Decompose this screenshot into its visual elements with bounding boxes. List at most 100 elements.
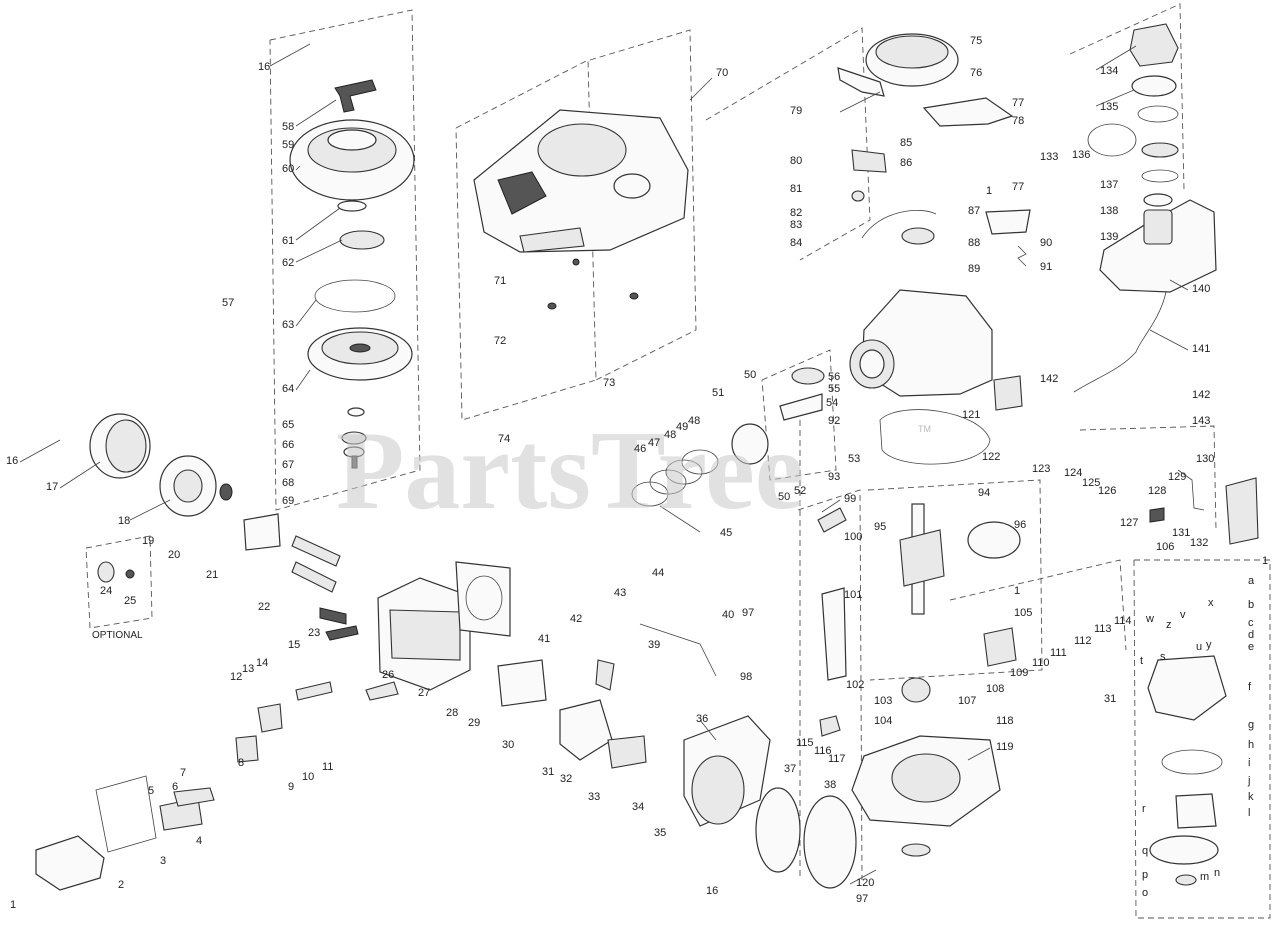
subpart-letter: y — [1206, 639, 1212, 651]
camshaft-gear — [967, 521, 1021, 559]
part-callout: 112 — [1074, 635, 1092, 647]
part-callout: 133 — [1040, 151, 1058, 163]
part-callout: 84 — [790, 237, 802, 249]
part-callout: 43 — [614, 587, 626, 599]
part-callout: 117 — [828, 753, 846, 765]
watermark-trademark: TM — [918, 424, 931, 434]
part-callout: 99 — [844, 493, 856, 505]
part-callout: 54 — [826, 397, 838, 409]
part-callout: 4 — [196, 835, 202, 847]
part-callout: 57 — [222, 297, 234, 309]
valve-cover — [35, 835, 105, 891]
part-callout: 41 — [538, 633, 550, 645]
subpart-letter: a — [1248, 575, 1255, 587]
part-callout: 47 — [648, 437, 660, 449]
part-callout: 39 — [648, 639, 660, 651]
subpart-letter: c — [1248, 617, 1254, 629]
leader-lines — [19, 43, 1189, 885]
part-callout: 98 — [740, 671, 752, 683]
part-callout: 68 — [282, 477, 294, 489]
subpart-letter: g — [1248, 719, 1254, 731]
part-callout: 5 — [148, 785, 154, 797]
part-callout: 19 — [142, 535, 154, 547]
part-callout: 131 — [1172, 527, 1190, 539]
subpart-letter: b — [1248, 599, 1254, 611]
part-callout: 90 — [1040, 237, 1052, 249]
part-callout: 111 — [1050, 647, 1067, 659]
starter-seal — [339, 230, 385, 250]
part-callout: 26 — [382, 669, 394, 681]
part-callout: 63 — [282, 319, 294, 331]
part-callout: 120 — [856, 877, 874, 889]
part-callout: 59 — [282, 139, 294, 151]
part-callout: 110 — [1032, 657, 1050, 669]
carburetor-detail — [1147, 655, 1227, 886]
callout-labels: 1658596061625763646566676869707172737416… — [6, 35, 1268, 911]
part-callout: 73 — [603, 377, 615, 389]
carburetor-muffler — [559, 623, 857, 889]
part-callout: 21 — [206, 569, 218, 581]
subpart-letter: o — [1142, 887, 1148, 899]
part-callout: 30 — [502, 739, 514, 751]
part-callout: 16 — [258, 61, 270, 73]
part-callout: 76 — [970, 67, 982, 79]
part-callout: 96 — [1014, 519, 1026, 531]
part-callout: 70 — [716, 67, 728, 79]
part-callout: 55 — [828, 383, 840, 395]
subpart-letter: n — [1214, 867, 1220, 879]
part-callout: 60 — [282, 163, 294, 175]
part-callout: 6 — [172, 781, 178, 793]
starter-handle — [334, 79, 377, 113]
part-callout: 15 — [288, 639, 300, 651]
subpart-letter: d — [1248, 629, 1254, 641]
part-callout: 27 — [418, 687, 430, 699]
part-callout: 108 — [986, 683, 1004, 695]
part-callout: 119 — [996, 741, 1014, 753]
part-callout: 113 — [1094, 623, 1112, 635]
part-callout: 125 — [1082, 477, 1100, 489]
part-callout: 31 — [1104, 693, 1116, 705]
part-callout: 17 — [46, 481, 58, 493]
part-callout: 1 — [10, 899, 16, 911]
part-callout: 38 — [824, 779, 836, 791]
part-callout: 35 — [654, 827, 666, 839]
part-callout: 132 — [1190, 537, 1208, 549]
throttle-linkage — [1149, 469, 1259, 545]
part-callout: 85 — [900, 137, 912, 149]
part-callout: 22 — [258, 601, 270, 613]
part-callout: 139 — [1100, 231, 1118, 243]
part-callout: 23 — [308, 627, 320, 639]
part-callout: 42 — [570, 613, 582, 625]
part-callout: 134 — [1100, 65, 1118, 77]
part-callout: 61 — [282, 235, 294, 247]
part-callout: 29 — [468, 717, 480, 729]
part-callout: 141 — [1192, 343, 1210, 355]
part-callout: 46 — [634, 443, 646, 455]
part-callout: 1 — [986, 185, 992, 197]
part-callout: 102 — [846, 679, 864, 691]
part-callout: 107 — [958, 695, 976, 707]
valve-cover-assembly — [35, 775, 215, 891]
part-callout: 94 — [978, 487, 990, 499]
flywheel-ignition — [837, 33, 1031, 267]
part-callout: 87 — [968, 205, 980, 217]
part-callout: 33 — [588, 791, 600, 803]
part-callout: 95 — [874, 521, 886, 533]
part-callout: 12 — [230, 671, 242, 683]
subpart-letter: i — [1248, 757, 1250, 769]
part-callout: 126 — [1098, 485, 1116, 497]
subpart-letter: j — [1247, 775, 1250, 787]
part-callout: 86 — [900, 157, 912, 169]
part-callout: 37 — [784, 763, 796, 775]
fuel-cap — [1129, 23, 1179, 67]
crankshaft-sump — [817, 503, 1021, 857]
fuel-tank-assembly — [1073, 23, 1217, 393]
part-callout: 50 — [778, 491, 790, 503]
part-callout: 14 — [256, 657, 268, 669]
part-callout: 16 — [706, 885, 718, 897]
subpart-letter: v — [1180, 609, 1186, 621]
part-callout: 138 — [1100, 205, 1118, 217]
part-callout: 104 — [874, 715, 892, 727]
